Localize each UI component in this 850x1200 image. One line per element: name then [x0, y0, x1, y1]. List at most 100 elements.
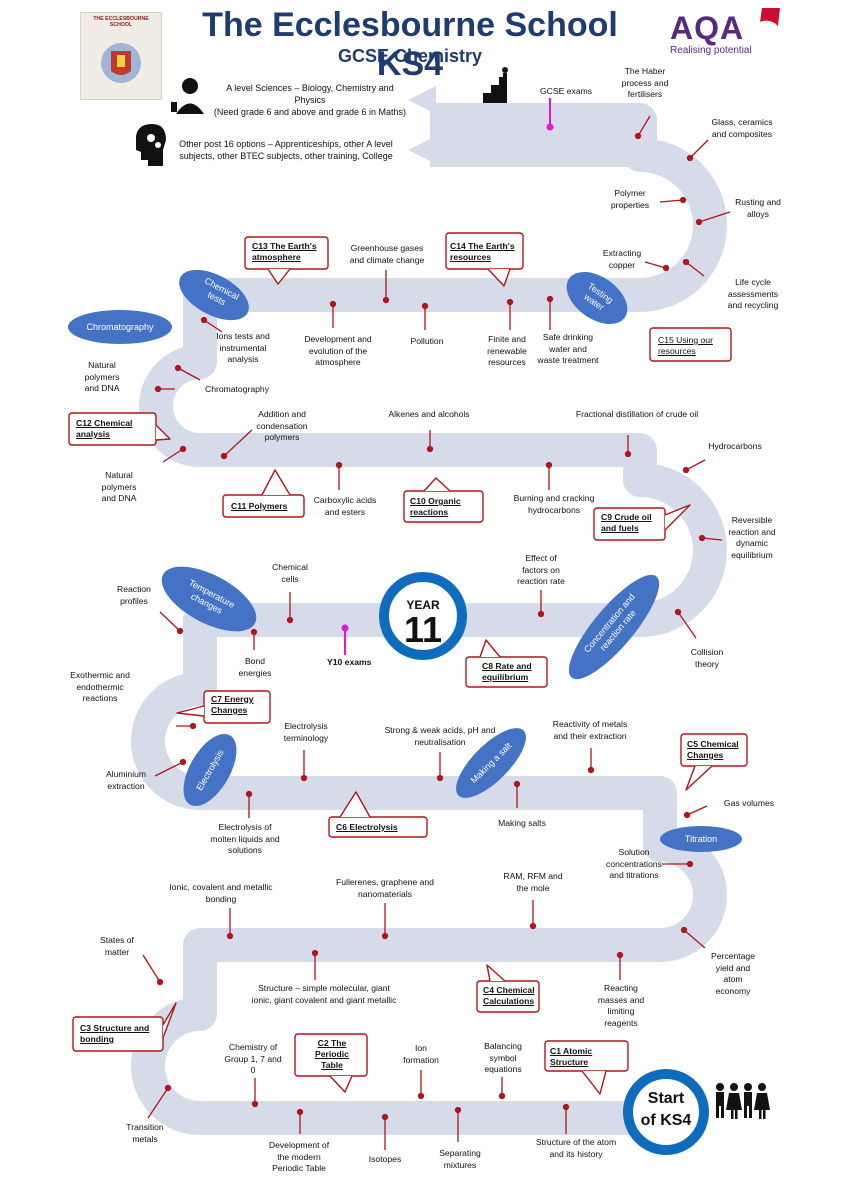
topic-rusting: Rusting and alloys — [735, 197, 781, 219]
topic-pins — [142, 115, 731, 1150]
oval-chromatography[interactable] — [68, 310, 172, 344]
unit-c1[interactable]: C1 Atomic Structure — [550, 1046, 593, 1067]
topic-chromatography: Chromatography — [204, 384, 269, 394]
topic-bond-energies: Bond energies — [238, 656, 272, 678]
topic-haber: The Haber process and fertilisers — [621, 66, 669, 99]
aqa-logo: AQA Realising potential — [670, 10, 780, 60]
oval-titration[interactable] — [660, 826, 742, 852]
topic-electrolysis-term: Electrolysis terminology — [283, 721, 329, 743]
topic-structure-atom: Structure of the atom and its history — [535, 1137, 617, 1159]
topic-states: States of matter — [100, 935, 134, 957]
topic-greenhouse: Greenhouse gases and climate change — [349, 243, 425, 265]
topic-separating: Separating mixtures — [439, 1148, 481, 1170]
start-line2: of KS4 — [640, 1112, 692, 1129]
topic-life-cycle: Life cycle assessments and recycling — [727, 277, 779, 310]
unit-c3[interactable]: C3 Structure and bonding — [80, 1023, 150, 1044]
topic-extracting-copper: Extracting copper — [602, 248, 642, 270]
unit-c4[interactable]: C4 Chemical Calculations — [483, 985, 535, 1006]
topic-finite: Finite and renewable resources — [487, 334, 527, 367]
year-11-marker: YEAR 11 — [378, 571, 468, 661]
exam-markers — [341, 98, 554, 655]
students-icon — [716, 1083, 770, 1119]
route-arrow-other — [408, 136, 436, 164]
topic-pollution: Pollution — [410, 336, 444, 346]
topic-chemical-cells: Chemical cells — [272, 562, 308, 584]
page-title: The Ecclesbourne School KS4 — [202, 6, 618, 83]
topic-percentage-yield: Percentage yield and atom economy — [711, 951, 755, 996]
crest-icon — [101, 43, 141, 83]
topic-ion-formation: Ion formation — [403, 1043, 439, 1065]
unit-c11[interactable]: C11 Polymers — [231, 501, 288, 511]
unit-c14[interactable]: C14 The Earth's resources — [450, 241, 515, 262]
topic-reacting-masses: Reacting masses and limiting reagents — [597, 983, 645, 1028]
journey-road — [131, 103, 727, 1135]
topic-development-pt: Development of the modern Periodic Table — [268, 1140, 330, 1173]
stairs-climber-icon — [483, 67, 508, 103]
aqa-swoosh — [760, 8, 780, 26]
topic-reversible: Reversible reaction and dynamic equilibr… — [728, 515, 776, 560]
topic-safe-water: Safe drinking water and waste treatment — [537, 332, 599, 365]
topic-electrolysis-molten: Electrolysis of molten liquids and solut… — [210, 822, 280, 855]
page-subtitle: GCSE Chemistry — [337, 46, 483, 66]
topic-making-salts: Making salts — [498, 818, 546, 828]
route-a-level: A level Sciences – Biology, Chemistry an… — [210, 82, 410, 118]
year-number: 11 — [403, 609, 443, 650]
topic-transition: Transition metals — [126, 1122, 164, 1144]
oval-testing-water[interactable] — [557, 261, 637, 334]
topic-fullerenes: Fullerenes, graphene and nanomaterials — [336, 877, 434, 899]
topic-glass: Glass, ceramics and composites — [711, 117, 773, 139]
oval-electrolysis[interactable] — [173, 725, 248, 814]
route-a-level-line2: (Need grade 6 and above and grade 6 in M… — [213, 107, 407, 117]
school-badge-text: THE ECCLESBOURNE SCHOOL — [93, 16, 149, 28]
topic-development-atmos: Development and evolution of the atmosph… — [304, 334, 372, 367]
unit-c13[interactable]: C13 The Earth's atmosphere — [252, 241, 317, 262]
topic-reactivity: Reactivity of metals and their extractio… — [552, 719, 628, 741]
unit-c10[interactable]: C10 Organic reactions — [410, 496, 461, 517]
y10-exams-label: Y10 exams — [327, 657, 372, 667]
unit-c15[interactable]: C15 Using our resources — [658, 335, 713, 356]
head-gears-icon — [136, 124, 166, 166]
topic-balancing: Balancing symbol equations — [484, 1041, 522, 1074]
topic-isotopes: Isotopes — [368, 1154, 402, 1164]
school-badge: THE ECCLESBOURNE SCHOOL — [80, 12, 162, 100]
topic-exothermic: Exothermic and endothermic reactions — [70, 670, 130, 703]
topic-strong-weak: Strong & weak acids, pH and neutralisati… — [384, 725, 496, 747]
start-text: Start of KS4 — [622, 1088, 710, 1132]
aqa-logo-text: AQA — [670, 10, 745, 46]
topic-ram: RAM, RFM and the mole — [503, 871, 563, 893]
oval-label-chromatography: Chromatography — [86, 321, 154, 332]
topic-aluminium: Aluminium extraction — [105, 769, 147, 791]
aqa-tagline: Realising potential — [670, 45, 752, 56]
gcse-exams-label: GCSE exams — [540, 86, 593, 96]
unit-c7[interactable]: C7 Energy Changes — [211, 694, 254, 715]
topic-ions-tests: Ions tests and instrumental analysis — [216, 331, 270, 364]
year-label: YEAR — [406, 598, 440, 612]
topic-polymer-properties: Polymer properties — [610, 188, 650, 210]
topic-addition-condensation: Addition and condensation polymers — [256, 409, 308, 442]
oval-temperature-changes[interactable] — [152, 553, 266, 644]
topic-reaction-profiles: Reaction profiles — [117, 584, 151, 606]
topic-structure-simple: Structure – simple molecular, giant ioni… — [251, 983, 397, 1005]
oval-chemical-tests[interactable] — [171, 260, 257, 331]
start-ring — [623, 1069, 709, 1155]
unit-callouts — [68, 232, 748, 1095]
unit-c6[interactable]: C6 Electrolysis — [336, 822, 398, 832]
route-a-level-line1: A level Sciences – Biology, Chemistry an… — [226, 83, 394, 105]
oval-making-salt[interactable] — [446, 718, 537, 809]
unit-c8[interactable]: C8 Rate and equilibrium — [482, 661, 532, 682]
oval-concentration[interactable] — [556, 564, 671, 691]
unit-c9[interactable]: C9 Crude oil and fuels — [601, 512, 652, 533]
topic-carboxylic: Carboxylic acids and esters — [313, 495, 377, 517]
route-other: Other post 16 options – Apprenticeships,… — [168, 138, 404, 162]
topic-natural-polymers-b: Natural polymers and DNA — [101, 470, 137, 503]
topic-solution-conc: Solution concentrations and titrations — [606, 847, 662, 880]
unit-c5[interactable]: C5 Chemical Changes — [687, 739, 739, 760]
route-arrow-a-level — [408, 86, 436, 114]
start-line1: Start — [647, 1090, 685, 1107]
unit-c2[interactable]: C2 The Periodic Table — [315, 1038, 349, 1070]
topic-gas-volumes: Gas volumes — [723, 798, 775, 808]
topic-chem-groups: Chemistry of Group 1, 7 and 0 — [224, 1042, 282, 1075]
unit-c12[interactable]: C12 Chemical analysis — [76, 418, 133, 439]
topic-burning: Burning and cracking hydrocarbons — [513, 493, 595, 515]
